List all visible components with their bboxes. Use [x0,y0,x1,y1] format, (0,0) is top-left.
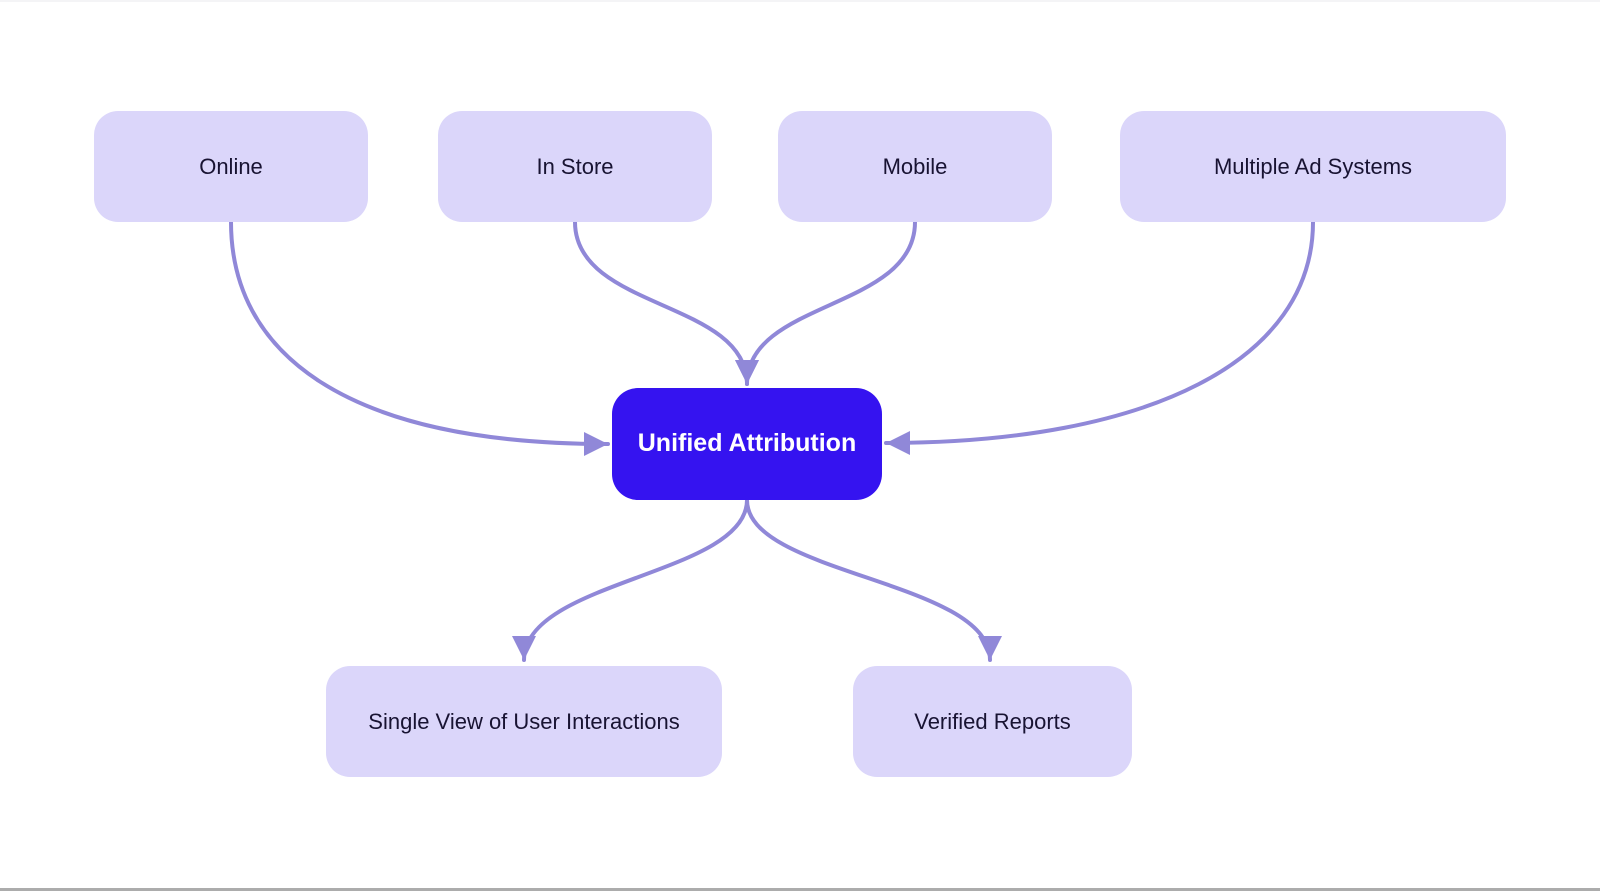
edge-multiple-ad-systems-to-unified [884,220,1315,455]
node-single-view-label: Single View of User Interactions [368,708,680,734]
edge-mobile-to-unified [735,220,917,386]
node-verified-reports: Verified Reports [853,666,1132,777]
edge-unified-to-verified-reports [745,498,1002,662]
node-unified-attribution: Unified Attribution [612,388,882,500]
edge-unified-to-single-view [512,498,749,662]
node-in-store-label: In Store [536,153,614,179]
node-in-store: In Store [438,111,712,222]
top-edge-line [0,0,1600,2]
node-multiple-ad-systems: Multiple Ad Systems [1120,111,1506,222]
node-mobile-label: Mobile [882,153,948,179]
node-mobile: Mobile [778,111,1052,222]
node-multiple-ad-systems-label: Multiple Ad Systems [1213,153,1413,179]
node-online-label: Online [199,153,263,179]
node-online: Online [94,111,368,222]
node-verified-reports-label: Verified Reports [914,708,1071,734]
edge-online-to-unified [229,220,610,456]
bottom-edge-bar [0,888,1600,891]
edge-in-store-to-unified [573,220,759,386]
node-unified-attribution-label: Unified Attribution [637,429,857,458]
node-single-view: Single View of User Interactions [326,666,722,777]
